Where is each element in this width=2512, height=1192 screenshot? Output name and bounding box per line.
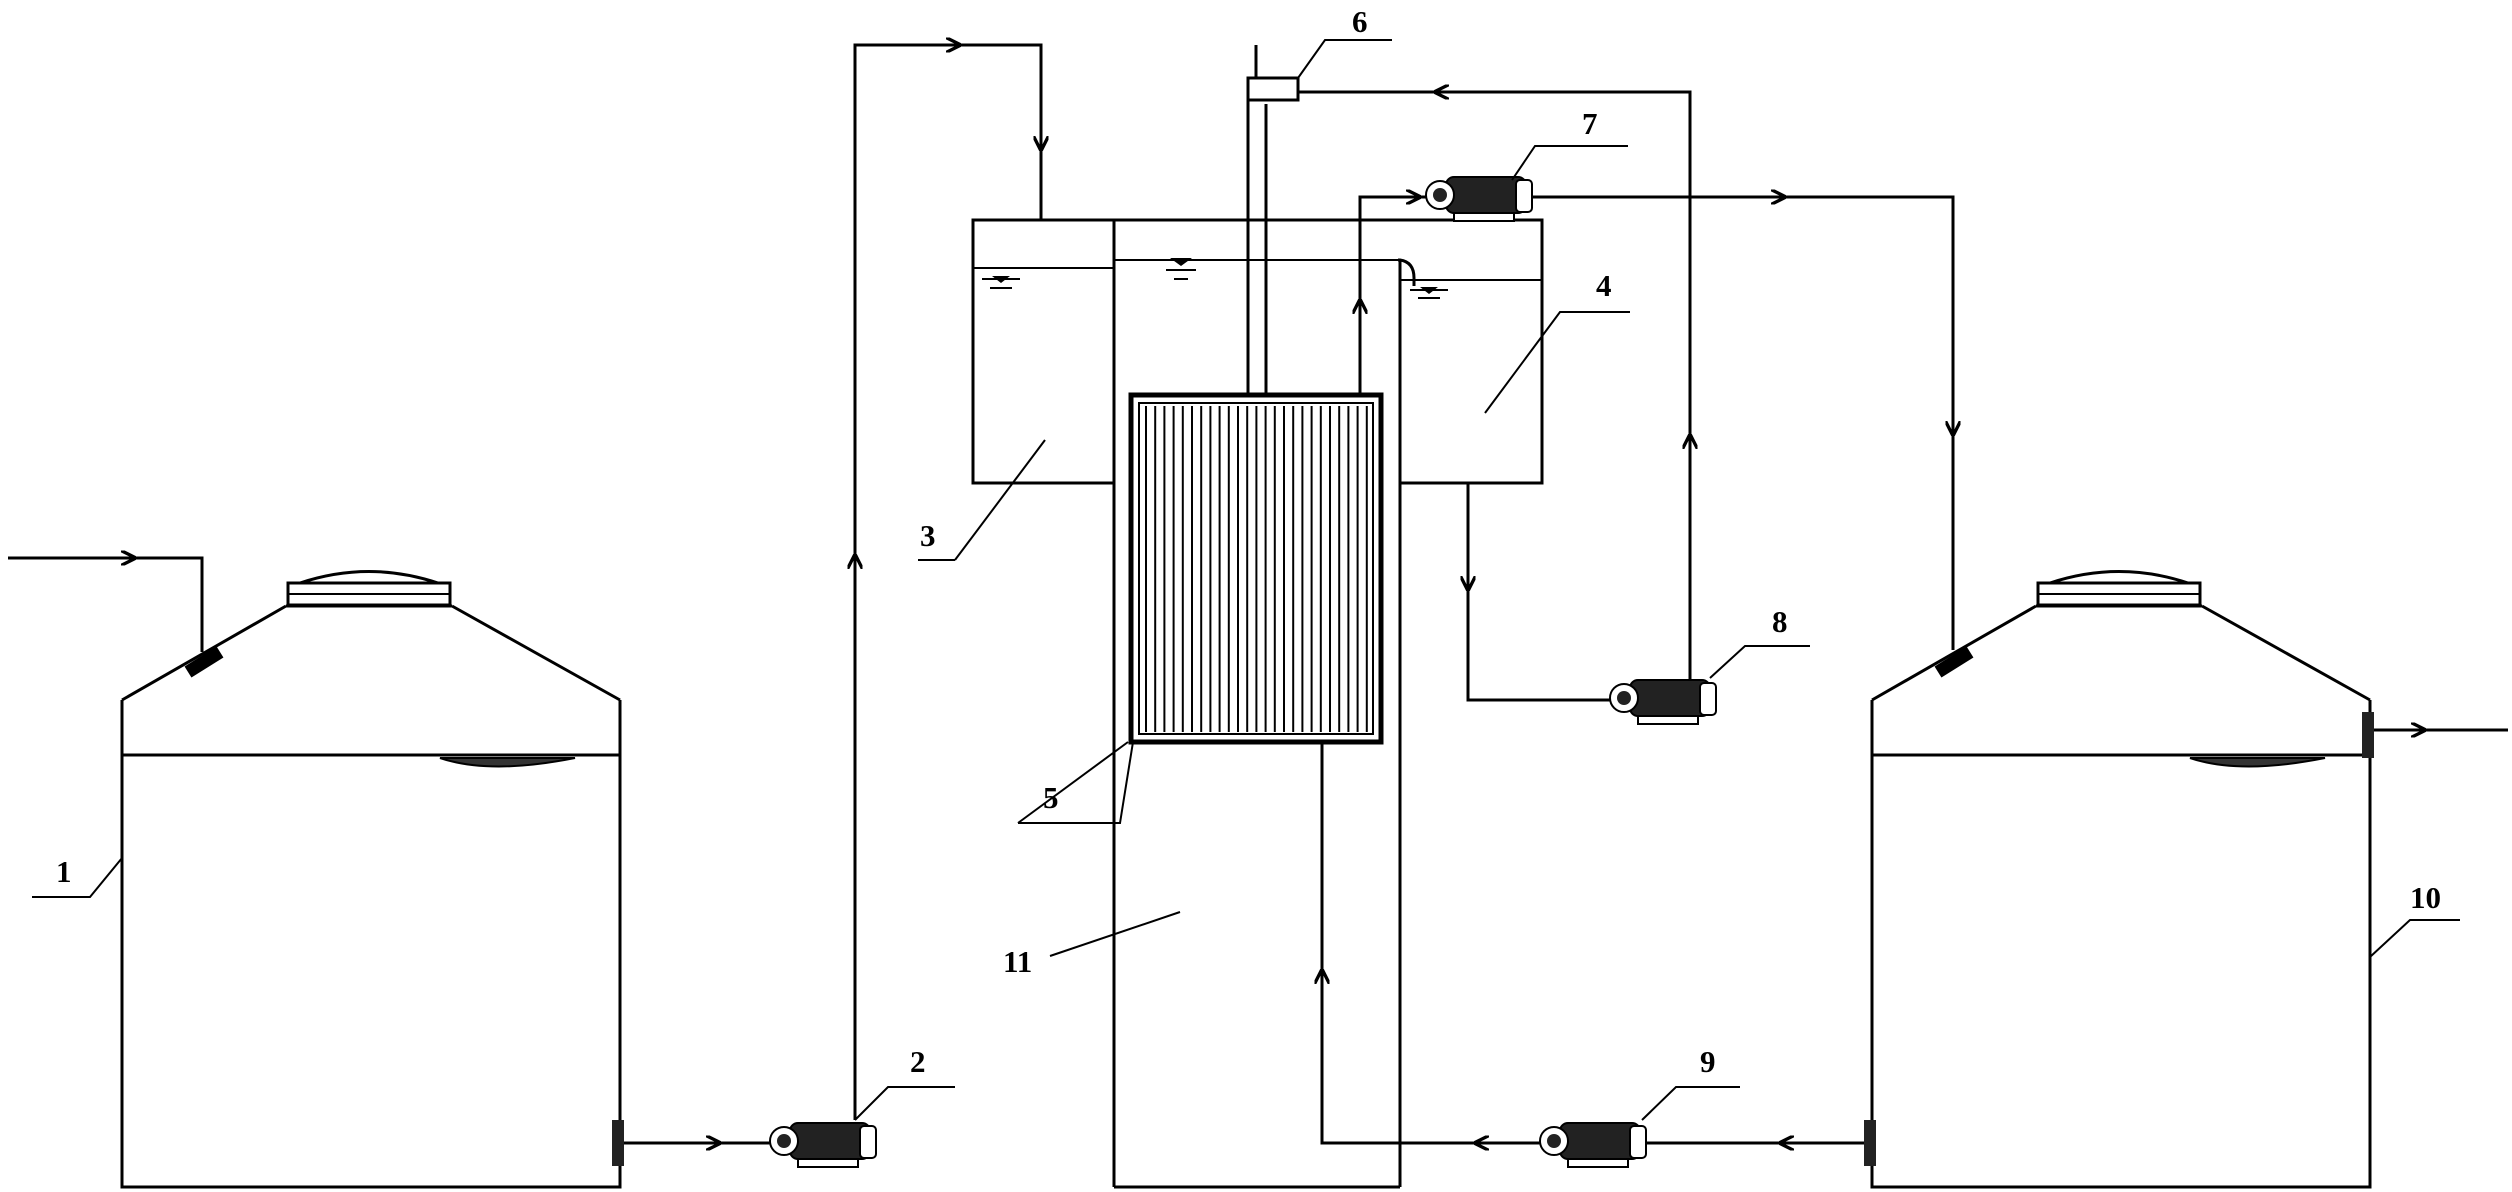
label-10: 10 <box>2410 880 2441 915</box>
label-9: 9 <box>1700 1044 1716 1079</box>
label-8: 8 <box>1772 604 1788 639</box>
label-5: 5 <box>1043 780 1059 815</box>
label-11: 11 <box>1003 944 1032 979</box>
vent-pipe <box>1246 45 1308 395</box>
label-6: 6 <box>1352 4 1368 39</box>
membrane-module <box>1128 392 1384 745</box>
label-4: 4 <box>1596 268 1612 303</box>
raw-water-tank <box>8 558 624 1189</box>
label-3: 3 <box>920 518 936 553</box>
left-upper-tank <box>971 218 1114 485</box>
return-pump <box>1609 679 1717 725</box>
label-2: 2 <box>910 1044 926 1079</box>
leader-lines <box>32 39 2460 1121</box>
label-1: 1 <box>56 854 72 889</box>
piping <box>624 45 1953 1143</box>
reactor-vessel <box>1112 218 1544 1189</box>
backwash-pump <box>1539 1122 1647 1168</box>
feed-pump <box>769 1122 877 1168</box>
permeate-pump <box>1425 176 1533 222</box>
product-water-tank <box>1864 570 2508 1189</box>
right-upper-tank <box>1398 258 1542 483</box>
membrane-fibers <box>1145 406 1368 732</box>
label-7: 7 <box>1582 106 1598 141</box>
component-labels: 1 2 3 4 5 6 7 8 9 10 11 <box>56 4 2441 1079</box>
